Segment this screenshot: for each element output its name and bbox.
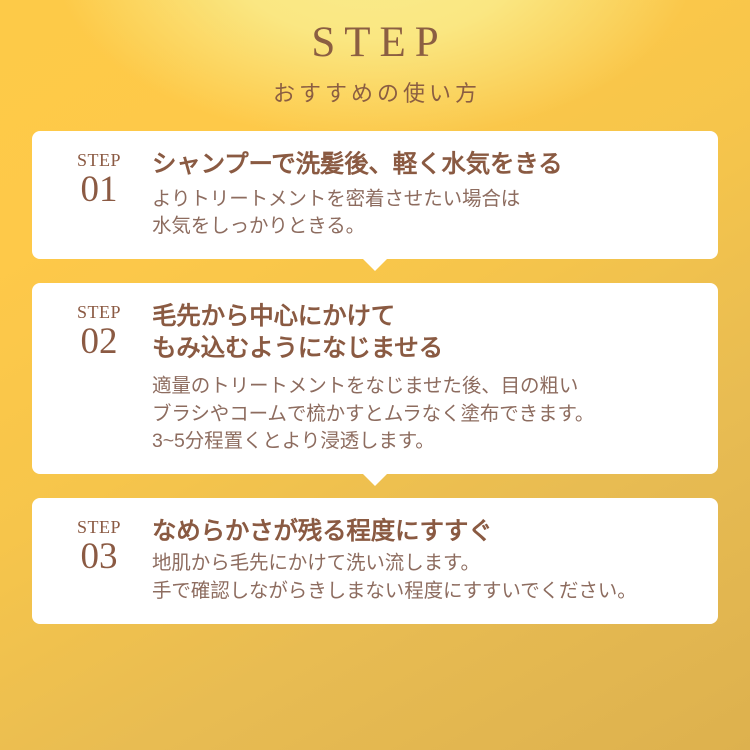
step-heading-line: もみ込むようになじませる — [152, 334, 443, 362]
step-heading-01: シャンプーで洗髪後、軽く水気をきる — [152, 149, 696, 180]
step-heading-03: なめらかさが残る程度にすすぐ — [152, 516, 696, 547]
step-heading-line: シャンプーで洗髪後、軽く水気をきる — [152, 151, 563, 179]
step-description-line: 3~5分程置くとより浸透します。 — [152, 430, 435, 453]
page-title: STEP — [311, 19, 448, 66]
step-heading-line: なめらかさが残る程度にすすぐ — [152, 517, 493, 545]
step-number-label: 02 — [80, 321, 118, 363]
steps-list: STEP 01 シャンプーで洗髪後、軽く水気をきる よりトリートメントを密着させ… — [32, 131, 718, 624]
step-description-line: 地肌から毛先にかけて洗い流します。 — [152, 552, 480, 575]
step-badge-01: STEP 01 — [56, 149, 142, 210]
step-row: STEP 01 シャンプーで洗髪後、軽く水気をきる よりトリートメントを密着させ… — [56, 149, 696, 241]
down-arrow-icon — [362, 472, 388, 486]
step-number-label: 03 — [80, 535, 118, 577]
step-description-line: ブラシやコームで梳かすとムラなく塗布できます。 — [152, 402, 595, 425]
step-badge-02: STEP 02 — [56, 301, 142, 362]
step-description-line: よりトリートメントを密着させたい場合は — [152, 187, 521, 210]
step-description-line: 適量のトリートメントをなじませた後、目の粗い — [152, 374, 579, 397]
step-description-line: 手で確認しながらきしまない程度にすすいでください。 — [152, 580, 637, 602]
step-description-line: 水気をしっかりときる。 — [152, 215, 366, 238]
step-card-02: STEP 02 毛先から中心にかけて もみ込むようになじませる 適量のトリートメ… — [32, 283, 718, 486]
step-number-label: 01 — [80, 169, 118, 211]
step-card-03: STEP 03 なめらかさが残る程度にすすぐ 地肌から毛先にかけて洗い流します。… — [32, 497, 718, 624]
step-description-01: よりトリートメントを密着させたい場合は 水気をしっかりときる。 — [152, 186, 696, 241]
step-row: STEP 02 毛先から中心にかけて もみ込むようになじませる 適量のトリートメ… — [56, 301, 696, 456]
step-row: STEP 03 なめらかさが残る程度にすすぐ 地肌から毛先にかけて洗い流します。… — [56, 516, 696, 606]
down-arrow-icon — [362, 258, 388, 272]
step-word-label: STEP — [76, 302, 121, 323]
step-description-02: 適量のトリートメントをなじませた後、目の粗い ブラシやコームで梳かすとムラなく塗… — [152, 373, 696, 456]
step-badge-03: STEP 03 — [56, 516, 142, 577]
step-heading-line: 毛先から中心にかけて — [152, 303, 395, 331]
step-body: 毛先から中心にかけて もみ込むようになじませる 適量のトリートメントをなじませた… — [142, 301, 696, 456]
step-word-label: STEP — [76, 516, 121, 537]
step-description-03: 地肌から毛先にかけて洗い流します。 手で確認しながらきしまない程度にすすいでくだ… — [152, 550, 696, 605]
page-subtitle: おすすめの使い方 — [272, 81, 481, 107]
page-header: STEP おすすめの使い方 — [0, 0, 750, 108]
step-heading-02: 毛先から中心にかけて もみ込むようになじませる — [152, 301, 696, 364]
step-body: なめらかさが残る程度にすすぐ 地肌から毛先にかけて洗い流します。 手で確認しなが… — [142, 516, 696, 606]
step-word-label: STEP — [76, 150, 121, 171]
step-card-01: STEP 01 シャンプーで洗髪後、軽く水気をきる よりトリートメントを密着させ… — [32, 131, 718, 272]
step-body: シャンプーで洗髪後、軽く水気をきる よりトリートメントを密着させたい場合は 水気… — [142, 149, 696, 241]
